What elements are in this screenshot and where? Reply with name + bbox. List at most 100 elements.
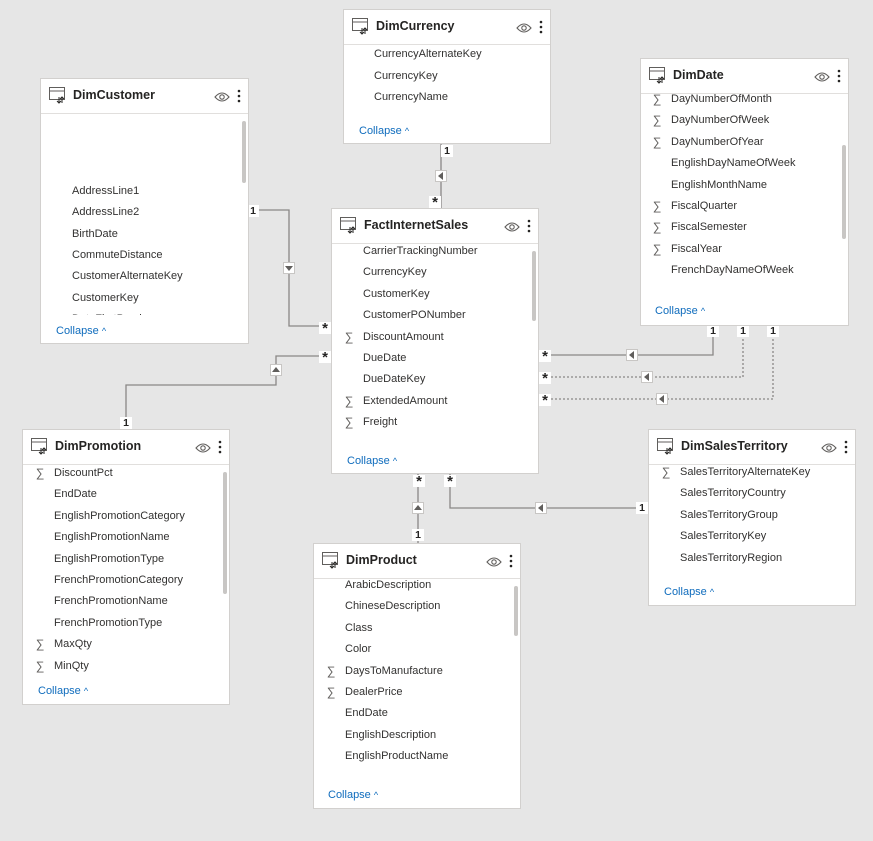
field-item[interactable]: SalesTerritoryRegion: [649, 548, 845, 569]
field-item[interactable]: CustomerAlternateKey: [41, 266, 238, 287]
field-item[interactable]: CustomerKey: [41, 288, 238, 309]
field-item[interactable]: SalesTerritoryGroup: [649, 505, 845, 526]
more-options-icon[interactable]: [508, 553, 514, 569]
field-item[interactable]: ∑FiscalQuarter: [641, 196, 838, 217]
field-item[interactable]: EnglishMonthName: [641, 175, 838, 196]
table-card-dimdate[interactable]: DimDate Collapse^ ∑DayNumberOfMonth∑DayN…: [640, 58, 849, 326]
field-item[interactable]: CurrencyKey: [332, 262, 528, 283]
more-options-icon[interactable]: [538, 19, 544, 35]
field-item[interactable]: CurrencyName: [344, 87, 540, 108]
more-options-icon[interactable]: [843, 439, 849, 455]
field-item[interactable]: EndDate: [23, 484, 219, 505]
visibility-eye-icon[interactable]: [504, 220, 520, 232]
field-item[interactable]: FrenchPromotionType: [23, 613, 219, 634]
field-list-scrollbar[interactable]: [514, 586, 518, 636]
field-item[interactable]: ∑DaysToManufacture: [314, 661, 510, 682]
visibility-eye-icon[interactable]: [516, 21, 532, 33]
visibility-eye-icon[interactable]: [486, 555, 502, 567]
visibility-eye-icon[interactable]: [821, 441, 837, 453]
field-item[interactable]: DueDate: [332, 348, 528, 369]
table-card-header[interactable]: DimSalesTerritory: [649, 430, 855, 465]
field-list[interactable]: ∑DayNumberOfMonth∑DayNumberOfWeek∑DayNum…: [641, 93, 838, 295]
table-card-header[interactable]: DimPromotion: [23, 430, 229, 465]
field-item[interactable]: AddressLine1: [41, 181, 238, 202]
field-item[interactable]: ∑ExtendedAmount: [332, 391, 528, 412]
visibility-eye-icon[interactable]: [195, 441, 211, 453]
field-item[interactable]: ∑DayNumberOfYear: [641, 132, 838, 153]
table-card-header[interactable]: FactInternetSales: [332, 209, 538, 244]
rel-direction-currency[interactable]: [435, 170, 447, 182]
field-item[interactable]: EnglishPromotionName: [23, 527, 219, 548]
field-item[interactable]: EnglishPromotionType: [23, 549, 219, 570]
rel-direction-promotion[interactable]: [270, 364, 282, 376]
rel-direction-customer[interactable]: [283, 262, 295, 274]
table-card-dimsalesterritory[interactable]: DimSalesTerritory Collapse^ ∑SalesTerrit…: [648, 429, 856, 606]
rel-direction-territory[interactable]: [535, 502, 547, 514]
field-item[interactable]: ∑FiscalYear: [641, 239, 838, 260]
field-list-scrollbar[interactable]: [242, 121, 246, 183]
field-item[interactable]: ArabicDescription: [314, 578, 510, 596]
table-card-header[interactable]: DimCurrency: [344, 10, 550, 45]
field-item[interactable]: Class: [314, 618, 510, 639]
more-options-icon[interactable]: [526, 218, 532, 234]
rel-direction-product[interactable]: [412, 502, 424, 514]
field-item[interactable]: BirthDate: [41, 224, 238, 245]
more-options-icon[interactable]: [236, 88, 242, 104]
field-item[interactable]: ∑DiscountAmount: [332, 327, 528, 348]
field-list-scrollbar[interactable]: [532, 251, 536, 321]
field-item[interactable]: ∑SalesTerritoryAlternateKey: [649, 464, 845, 483]
table-card-header[interactable]: DimCustomer: [41, 79, 248, 114]
field-item[interactable]: SalesTerritoryCountry: [649, 483, 845, 504]
field-item[interactable]: FrenchDayNameOfWeek: [641, 260, 838, 281]
field-item[interactable]: FrenchPromotionCategory: [23, 570, 219, 591]
table-card-factinternetsales[interactable]: FactInternetSales Collapse^ CarrierTrack…: [331, 208, 539, 474]
more-options-icon[interactable]: [836, 68, 842, 84]
field-item[interactable]: CustomerPONumber: [332, 305, 528, 326]
field-item[interactable]: ∑Freight: [332, 412, 528, 433]
collapse-link[interactable]: Collapse^: [359, 125, 410, 137]
field-list-scrollbar[interactable]: [223, 472, 227, 594]
field-item[interactable]: CommuteDistance: [41, 245, 238, 266]
table-card-dimcurrency[interactable]: DimCurrency Collapse^ CurrencyAlternateK…: [343, 9, 551, 144]
field-item[interactable]: DueDateKey: [332, 369, 528, 390]
collapse-link[interactable]: Collapse^: [38, 685, 89, 697]
field-item[interactable]: CarrierTrackingNumber: [332, 243, 528, 262]
collapse-link[interactable]: Collapse^: [328, 789, 379, 801]
rel-direction-date-inactive-2[interactable]: [656, 393, 668, 405]
field-item[interactable]: EnglishDayNameOfWeek: [641, 153, 838, 174]
field-item[interactable]: EndDate: [314, 703, 510, 724]
field-item[interactable]: EnglishProductName: [314, 746, 510, 767]
more-options-icon[interactable]: [217, 439, 223, 455]
field-item[interactable]: ∑FiscalSemester: [641, 217, 838, 238]
field-item[interactable]: CustomerKey: [332, 284, 528, 305]
field-item[interactable]: Color: [314, 639, 510, 660]
visibility-eye-icon[interactable]: [814, 70, 830, 82]
field-item[interactable]: FrenchPromotionName: [23, 591, 219, 612]
field-item[interactable]: ∑DayNumberOfWeek: [641, 110, 838, 131]
collapse-link[interactable]: Collapse^: [664, 586, 715, 598]
collapse-link[interactable]: Collapse^: [56, 325, 107, 337]
field-list-scrollbar[interactable]: [842, 145, 846, 239]
field-item[interactable]: SalesTerritoryKey: [649, 526, 845, 547]
field-item[interactable]: DateFirstPurchase: [41, 309, 238, 315]
collapse-link[interactable]: Collapse^: [655, 305, 706, 317]
table-card-header[interactable]: DimProduct: [314, 544, 520, 579]
field-item[interactable]: CurrencyAlternateKey: [344, 44, 540, 65]
field-item[interactable]: ∑DiscountPct: [23, 464, 219, 484]
field-item[interactable]: ∑DealerPrice: [314, 682, 510, 703]
rel-direction-date-inactive-1[interactable]: [641, 371, 653, 383]
field-item[interactable]: ChineseDescription: [314, 596, 510, 617]
field-item[interactable]: EnglishPromotionCategory: [23, 506, 219, 527]
field-item[interactable]: EnglishDescription: [314, 725, 510, 746]
field-item[interactable]: CurrencyKey: [344, 66, 540, 87]
